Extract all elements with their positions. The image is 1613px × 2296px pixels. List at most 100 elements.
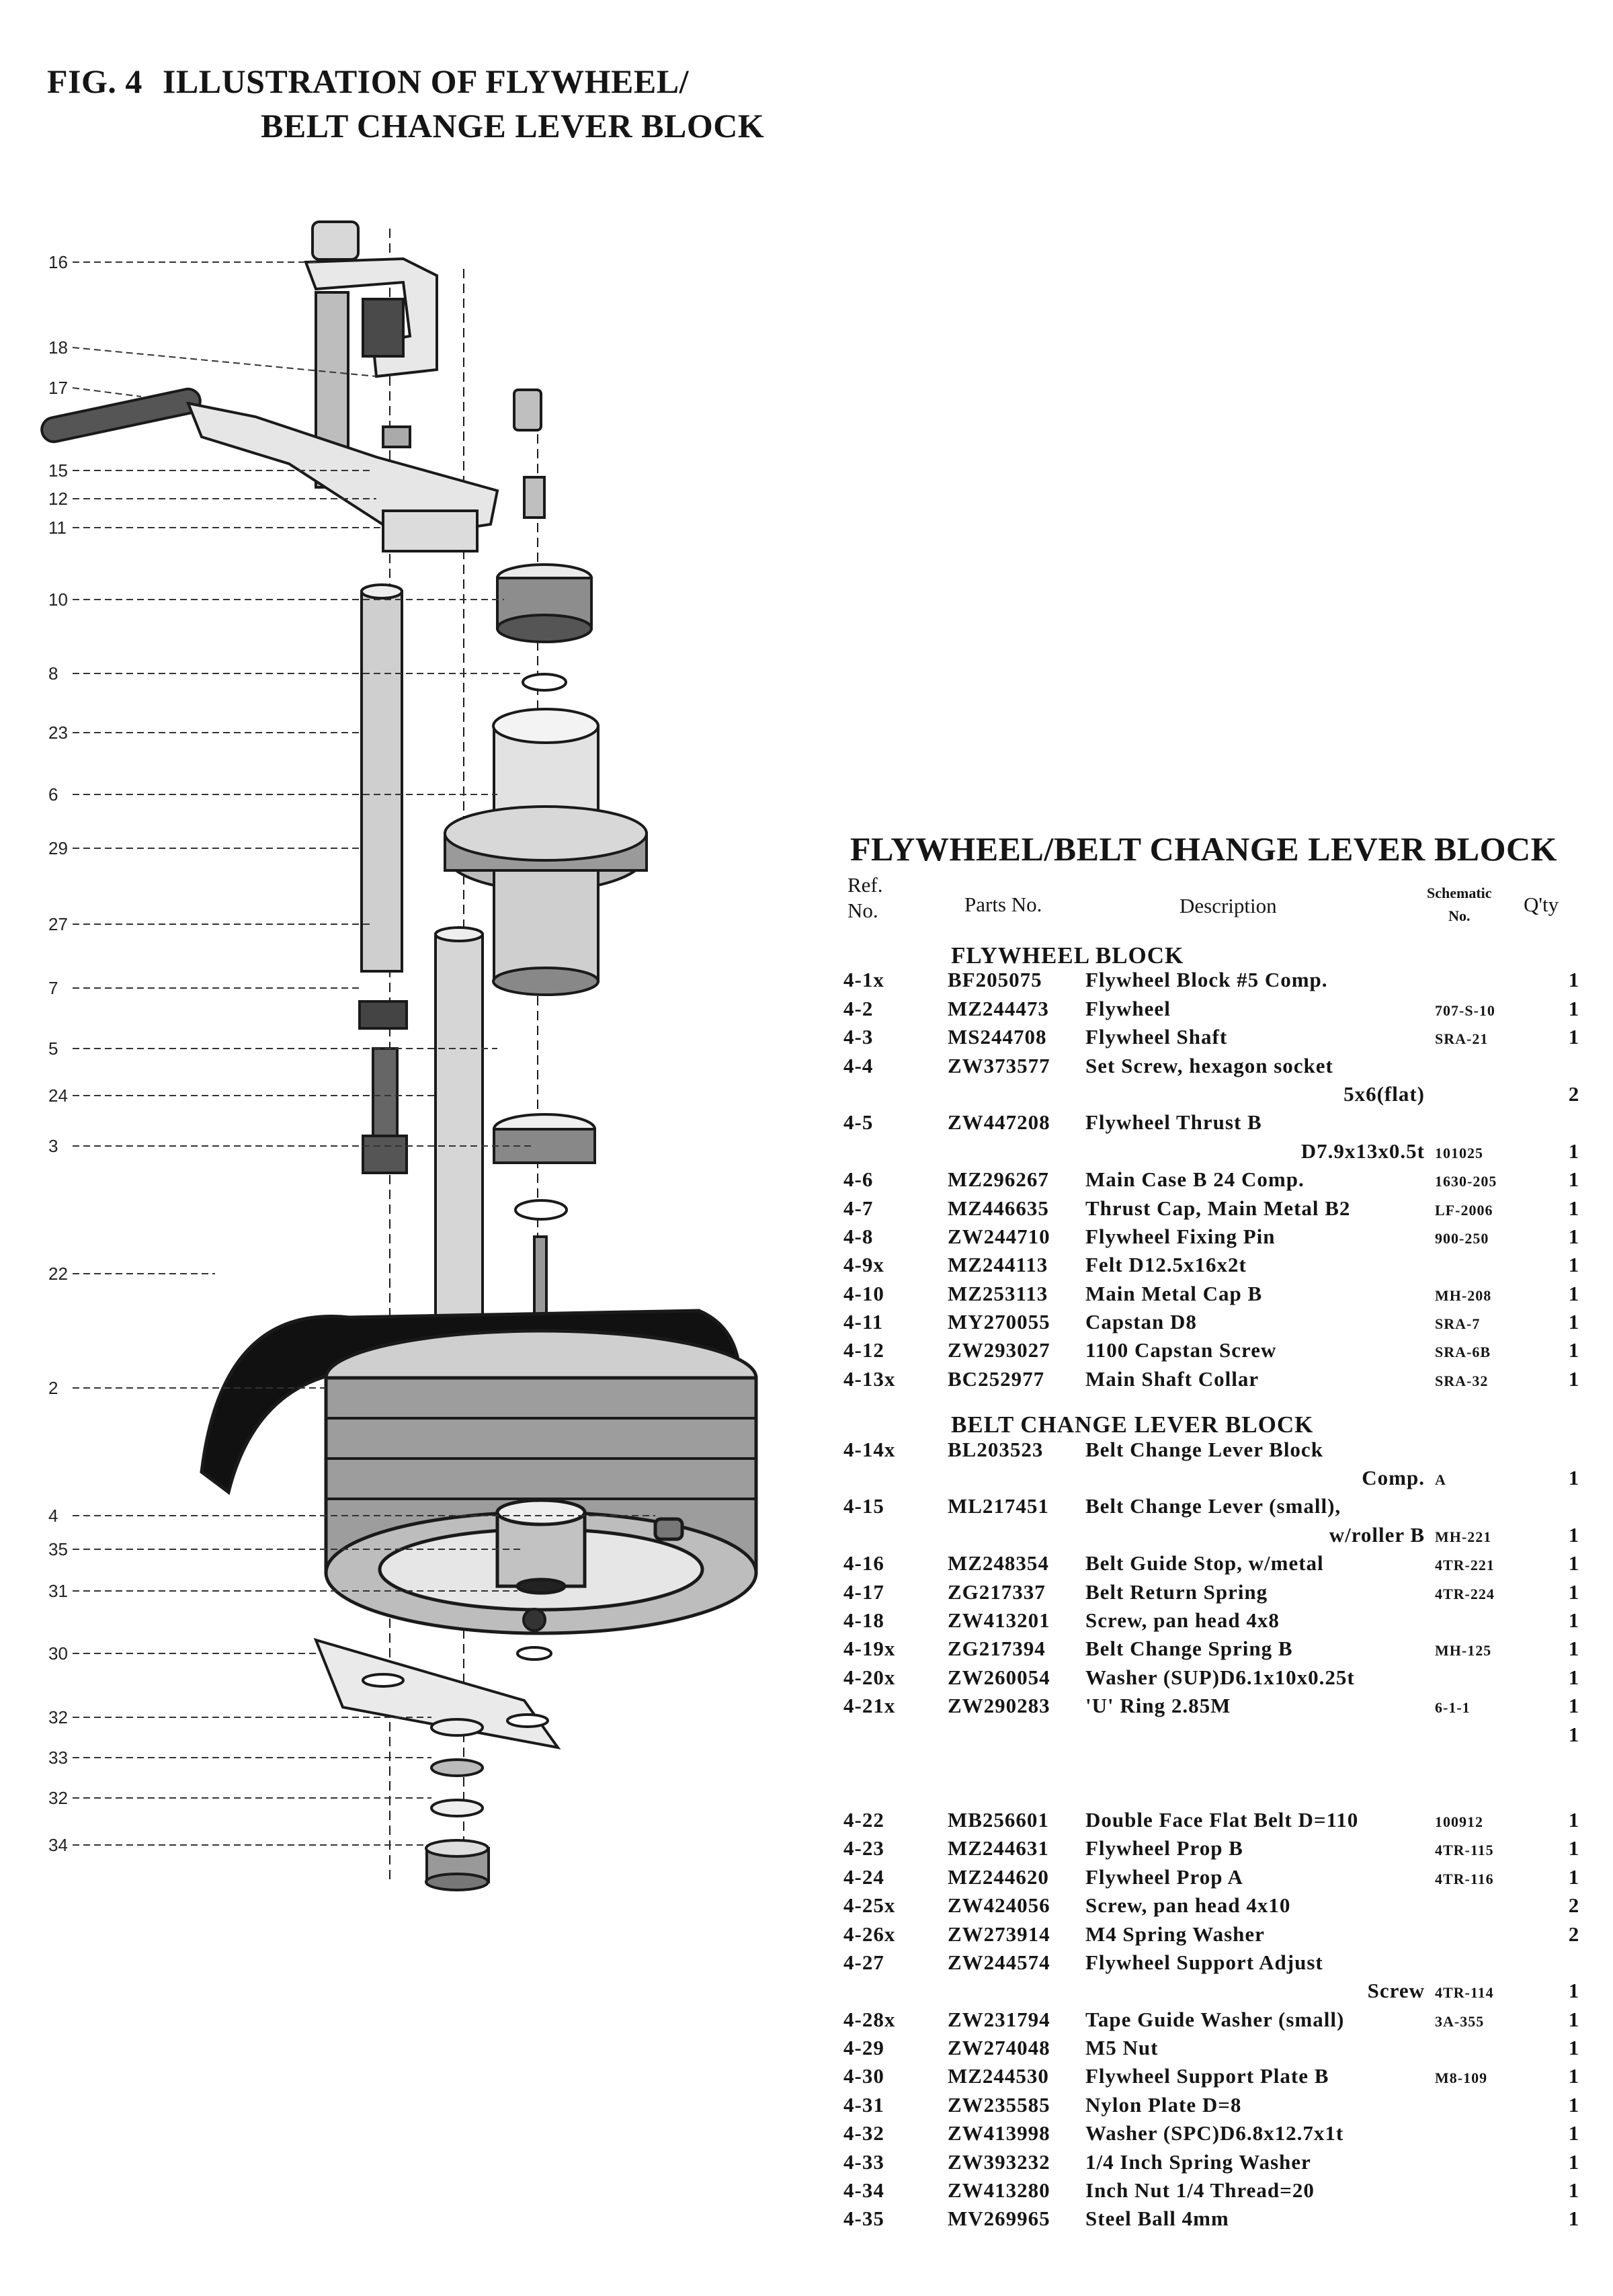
part-no: ZW244710 — [948, 1224, 1050, 1248]
part-no: ZG217394 — [948, 1637, 1046, 1661]
description: Screw, pan head 4x8 — [1085, 1608, 1280, 1632]
callout-22: 22 — [48, 1264, 68, 1284]
exploded-diagram: 1618171512111082362927752432224353130323… — [40, 220, 758, 1891]
section-belt-change: BELT CHANGE LEVER BLOCK — [951, 1411, 1314, 1438]
ref-no: 4-3 — [843, 1025, 874, 1049]
callout-5: 5 — [48, 1038, 58, 1059]
callout-10: 10 — [48, 589, 68, 610]
quantity: 1 — [1568, 1310, 1580, 1334]
ref-no: 4-1x — [843, 968, 884, 992]
description: M5 Nut — [1085, 2036, 1159, 2060]
schematic-no: 707-S-10 — [1435, 1001, 1495, 1019]
description: w/roller B — [1329, 1522, 1425, 1547]
description: Double Face Flat Belt D=110 — [1085, 1807, 1359, 1832]
part-no: MS244708 — [948, 1025, 1047, 1049]
description: Washer (SUP)D6.1x10x0.25t — [1085, 1665, 1355, 1689]
part-no: ZW244574 — [948, 1950, 1050, 1974]
description: 1/4 Inch Spring Washer — [1085, 2149, 1311, 2174]
quantity: 2 — [1568, 1893, 1580, 1918]
callout-labels: 1618171512111082362927752432224353130323… — [48, 252, 68, 1855]
callout-31: 31 — [48, 1581, 68, 1601]
callout-17: 17 — [48, 378, 68, 398]
part-no: MZ244620 — [948, 1864, 1049, 1889]
part-no: BL203523 — [948, 1437, 1044, 1461]
quantity: 1 — [1568, 1864, 1580, 1889]
part-no: ZW413998 — [948, 2121, 1050, 2145]
lever-arm — [40, 387, 499, 552]
description: 5x6(flat) — [1343, 1081, 1425, 1106]
callout-2: 2 — [48, 1378, 58, 1398]
section-flywheel: FLYWHEEL BLOCK — [951, 942, 1184, 969]
description: Thrust Cap, Main Metal B2 — [1085, 1196, 1351, 1220]
ref-no: 4-31 — [843, 2092, 884, 2117]
part-no: MZ244473 — [948, 996, 1049, 1020]
part-no: ZW293027 — [948, 1338, 1050, 1362]
callout-23: 23 — [48, 723, 68, 743]
part-no: ZW274048 — [948, 2036, 1050, 2060]
ref-no: 4-21x — [843, 1694, 896, 1718]
part-no: ZW260054 — [948, 1665, 1050, 1689]
schematic-no: 4TR-224 — [1435, 1585, 1495, 1602]
description: D7.9x13x0.5t — [1300, 1139, 1425, 1163]
callout-7: 7 — [48, 978, 58, 998]
part-no: MZ248354 — [948, 1551, 1049, 1575]
description: Flywheel Support Plate B — [1085, 2064, 1329, 2088]
quantity: 1 — [1568, 2036, 1580, 2060]
part-no: MY270055 — [948, 1310, 1050, 1334]
quantity: 1 — [1568, 2007, 1580, 2031]
figure-title-line-1: ILLUSTRATION OF FLYWHEEL/ — [162, 63, 689, 100]
quantity: 1 — [1568, 1466, 1580, 1490]
part-no: MZ296267 — [948, 1167, 1049, 1192]
schematic-no: 101025 — [1435, 1144, 1483, 1161]
header-qty: Q'ty — [1524, 893, 1559, 916]
table-row: 5x6(flat)2 — [843, 1082, 1593, 1110]
ref-no: 4-14x — [843, 1437, 896, 1461]
callout-6: 6 — [48, 784, 58, 805]
quantity: 1 — [1568, 1224, 1580, 1248]
description: Main Case B 24 Comp. — [1085, 1167, 1305, 1192]
description: Washer (SPC)D6.8x12.7x1t — [1085, 2121, 1344, 2145]
schematic-no: 6-1-1 — [1435, 1699, 1471, 1717]
callout-12: 12 — [48, 489, 68, 509]
callout-15: 15 — [48, 460, 68, 481]
description: M4 Spring Washer — [1085, 1922, 1265, 1946]
description: Comp. — [1362, 1466, 1425, 1490]
quantity: 1 — [1568, 2064, 1580, 2088]
quantity: 1 — [1568, 1366, 1580, 1391]
quantity: 1 — [1568, 1281, 1580, 1305]
part-no: ZW413201 — [948, 1608, 1050, 1632]
callout-32: 32 — [48, 1788, 68, 1808]
schematic-no: 4TR-221 — [1435, 1557, 1495, 1574]
description: Flywheel Prop B — [1085, 1836, 1243, 1860]
quantity: 2 — [1568, 1922, 1580, 1946]
description: Flywheel Shaft — [1085, 1025, 1228, 1049]
description: Tape Guide Washer (small) — [1085, 2007, 1345, 2031]
figure-number: FIG. 4 — [47, 63, 142, 100]
quantity: 1 — [1568, 1665, 1580, 1689]
part-no: BF205075 — [948, 968, 1042, 992]
flywheel — [200, 1309, 758, 1635]
ref-no: 4-23 — [843, 1836, 884, 1860]
ref-no: 4-20x — [843, 1665, 896, 1689]
quantity: 1 — [1568, 1253, 1580, 1277]
quantity: 1 — [1568, 1025, 1580, 1049]
callout-11: 11 — [48, 518, 67, 538]
quantity: 1 — [1568, 2178, 1580, 2203]
part-no: ZW373577 — [948, 1053, 1050, 1077]
part-no: ZW290283 — [948, 1694, 1050, 1718]
description: Flywheel Block #5 Comp. — [1085, 968, 1328, 992]
callout-4: 4 — [48, 1506, 58, 1526]
